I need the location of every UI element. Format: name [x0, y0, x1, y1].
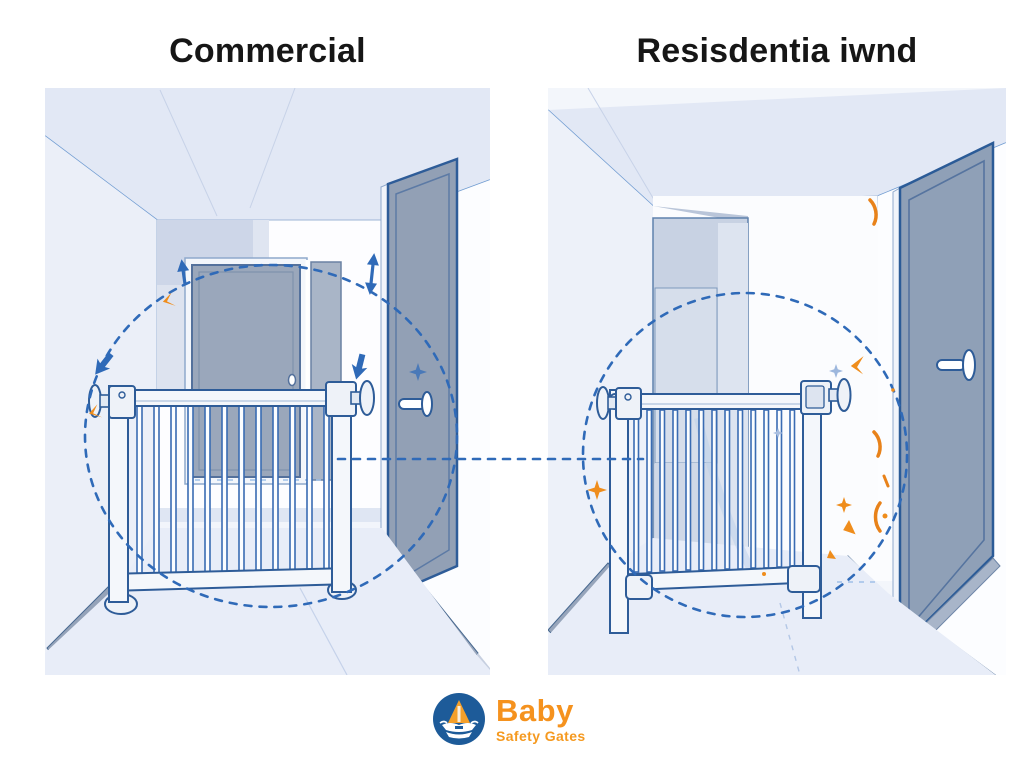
four-point-star-icon — [836, 497, 852, 513]
residential-hallway-illustration — [548, 88, 1006, 675]
up-arrow-icon — [177, 259, 190, 285]
brand-name: Baby — [496, 693, 574, 728]
pressure-knob-right — [800, 378, 852, 415]
panel-commercial — [45, 88, 490, 675]
door-handle — [936, 349, 976, 381]
four-point-star-icon — [773, 428, 783, 438]
sparkle-icons — [587, 198, 895, 576]
chevron-arrow-icon — [162, 292, 176, 306]
sailboat-logo-icon — [433, 693, 485, 745]
four-point-star-icon — [587, 480, 607, 500]
chevron-arrow-icon — [89, 404, 103, 418]
gate-top-rail — [108, 389, 352, 407]
door-knob — [287, 373, 297, 387]
panel-residential — [548, 88, 1006, 675]
pressure-knob-left — [88, 384, 136, 419]
motion-arrow-icons — [89, 253, 427, 418]
gate-corner-bracket — [625, 574, 653, 600]
brand-wordmark: Baby Safety Gates — [496, 695, 586, 743]
brand-logo: Baby Safety Gates — [432, 692, 586, 746]
dashed-focus-ellipse — [83, 263, 459, 609]
safety-gate — [88, 380, 375, 615]
pressure-knob-right — [325, 380, 375, 417]
door-handle — [398, 391, 433, 417]
down-arrow-icon — [351, 353, 368, 380]
panel-title-residential: Resisdentia iwnd — [636, 32, 918, 70]
four-point-star-icon — [829, 364, 843, 378]
pressure-knob-left — [596, 386, 642, 420]
gate-corner-bracket — [787, 565, 821, 593]
dashed-focus-circle — [581, 291, 909, 619]
chevron-arrow-icon — [850, 356, 864, 375]
panel-title-commercial: Commercial — [169, 32, 366, 70]
brand-tagline: Safety Gates — [496, 728, 586, 744]
commercial-hallway-illustration — [45, 88, 490, 675]
floor-guides — [779, 581, 877, 675]
end-door — [184, 257, 308, 485]
double-vertical-arrow-icon — [365, 253, 379, 295]
foreground-door — [892, 141, 1001, 659]
foreground-door — [380, 157, 459, 606]
safety-gate — [596, 378, 852, 634]
four-point-star-icon — [409, 363, 427, 381]
diagonal-arrow-icon — [95, 352, 114, 375]
